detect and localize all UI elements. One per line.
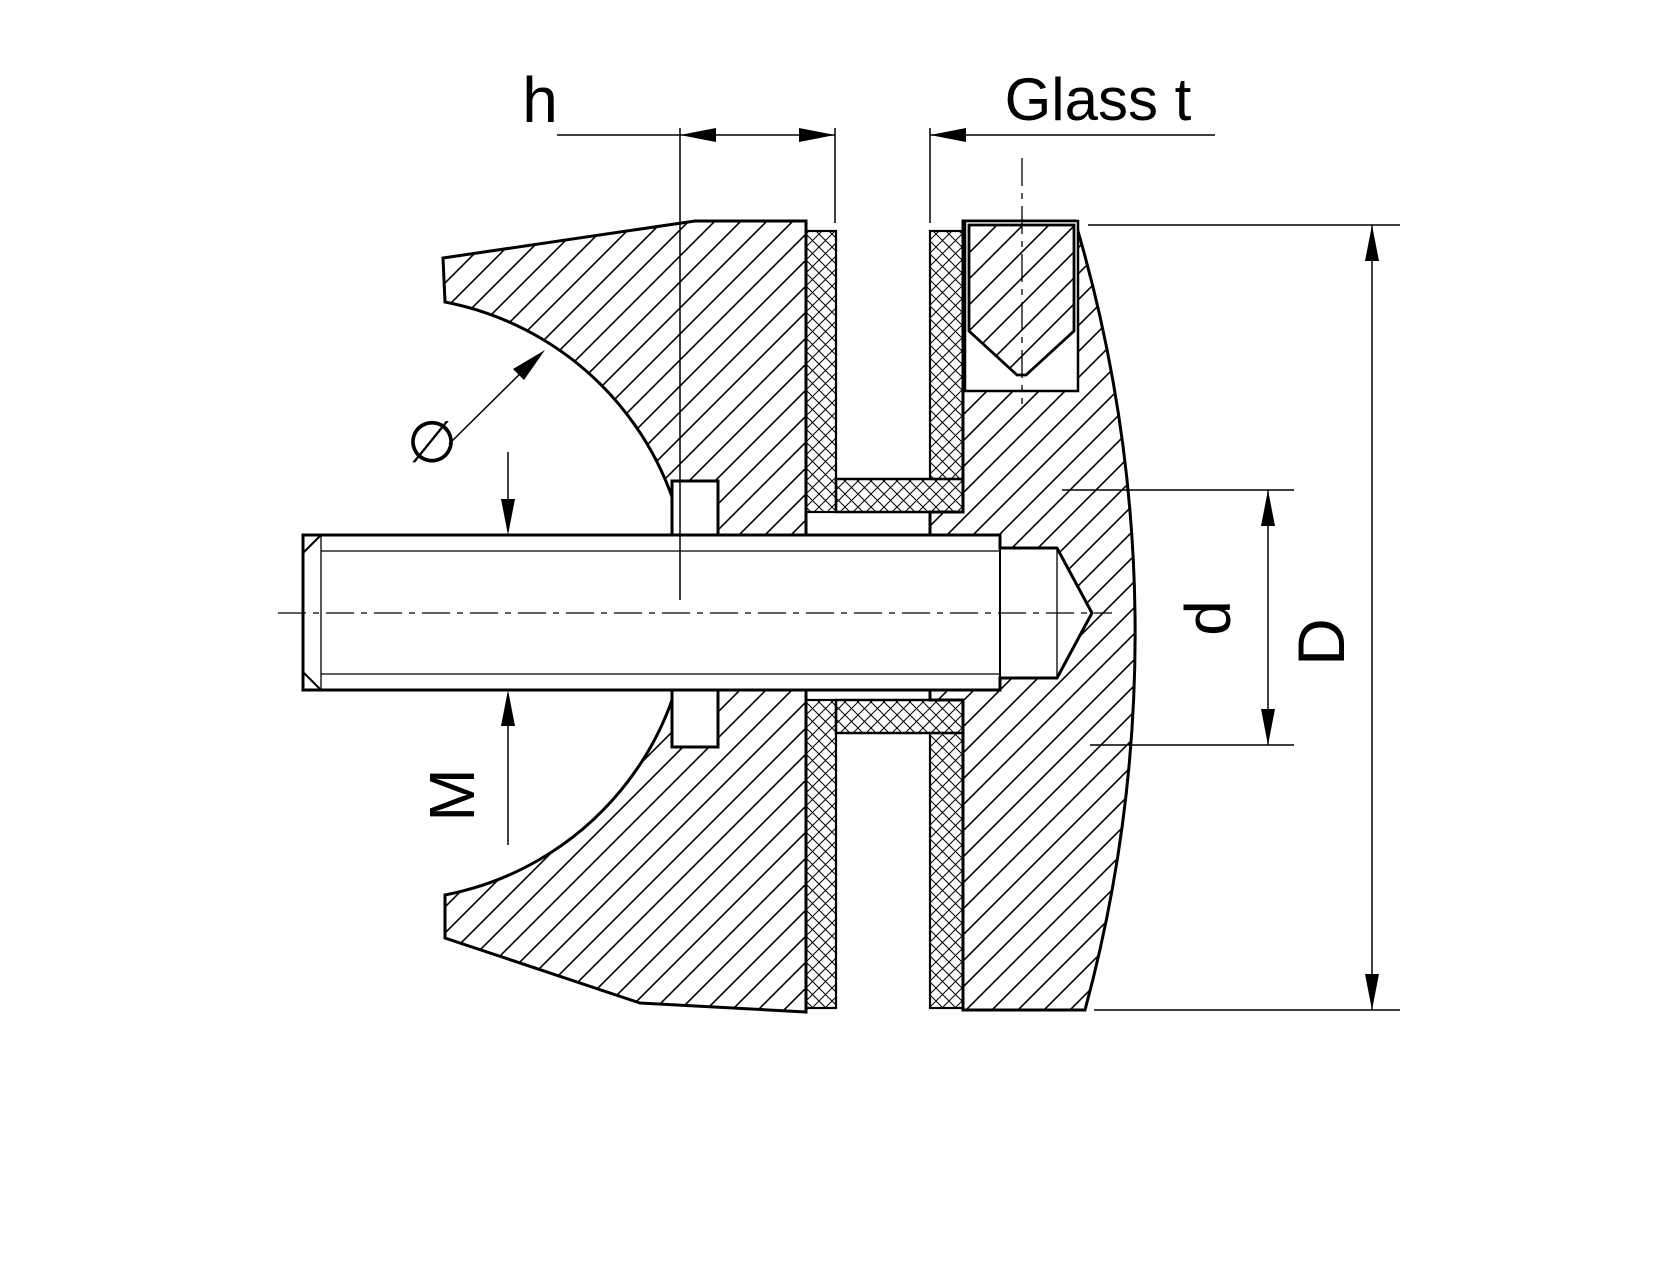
gasket-left-bottom (804, 698, 838, 1010)
outer-d-label: D (1284, 618, 1358, 666)
centerlines (278, 158, 1112, 614)
stud-chamfer-top (302, 534, 322, 554)
gasket-shelf-top (834, 477, 965, 514)
gasket-right-bottom (928, 731, 965, 1010)
outer-d-arrow-up-icon (1365, 225, 1379, 261)
d-arrow-down-icon (1261, 709, 1275, 745)
collar-top (670, 479, 720, 537)
h-label: h (522, 64, 558, 136)
gaskets (804, 229, 965, 1010)
diameter-symbol-icon: ∅ (407, 410, 458, 475)
m-label: M (416, 768, 488, 821)
diameter-arrow-icon (513, 350, 545, 380)
diameter-leader: ∅ (407, 350, 545, 475)
collar-bottom (670, 688, 720, 749)
stud-chamfer-bottom (302, 671, 322, 691)
gasket-right-top (928, 229, 965, 481)
d-label: d (1172, 600, 1244, 636)
gasket-left-top (804, 229, 838, 514)
outer-d-arrow-down-icon (1365, 974, 1379, 1010)
m-arrow-up-icon (501, 690, 515, 726)
h-arrow-left-icon (680, 128, 716, 142)
glass-t-label: Glass t (1005, 66, 1192, 133)
dimension-d: d (1062, 489, 1294, 746)
gasket-shelf-bottom (834, 698, 965, 735)
dimension-outer-d: D (1088, 224, 1400, 1011)
glass-t-arrow-icon (930, 128, 966, 142)
d-arrow-up-icon (1261, 490, 1275, 526)
m-arrow-down-icon (501, 499, 515, 535)
set-screw (967, 223, 1076, 377)
dimension-h: h (522, 64, 836, 600)
dimension-glass-t: Glass t (929, 66, 1215, 223)
dimension-m: M (416, 452, 515, 845)
h-arrow-right-icon (799, 128, 835, 142)
